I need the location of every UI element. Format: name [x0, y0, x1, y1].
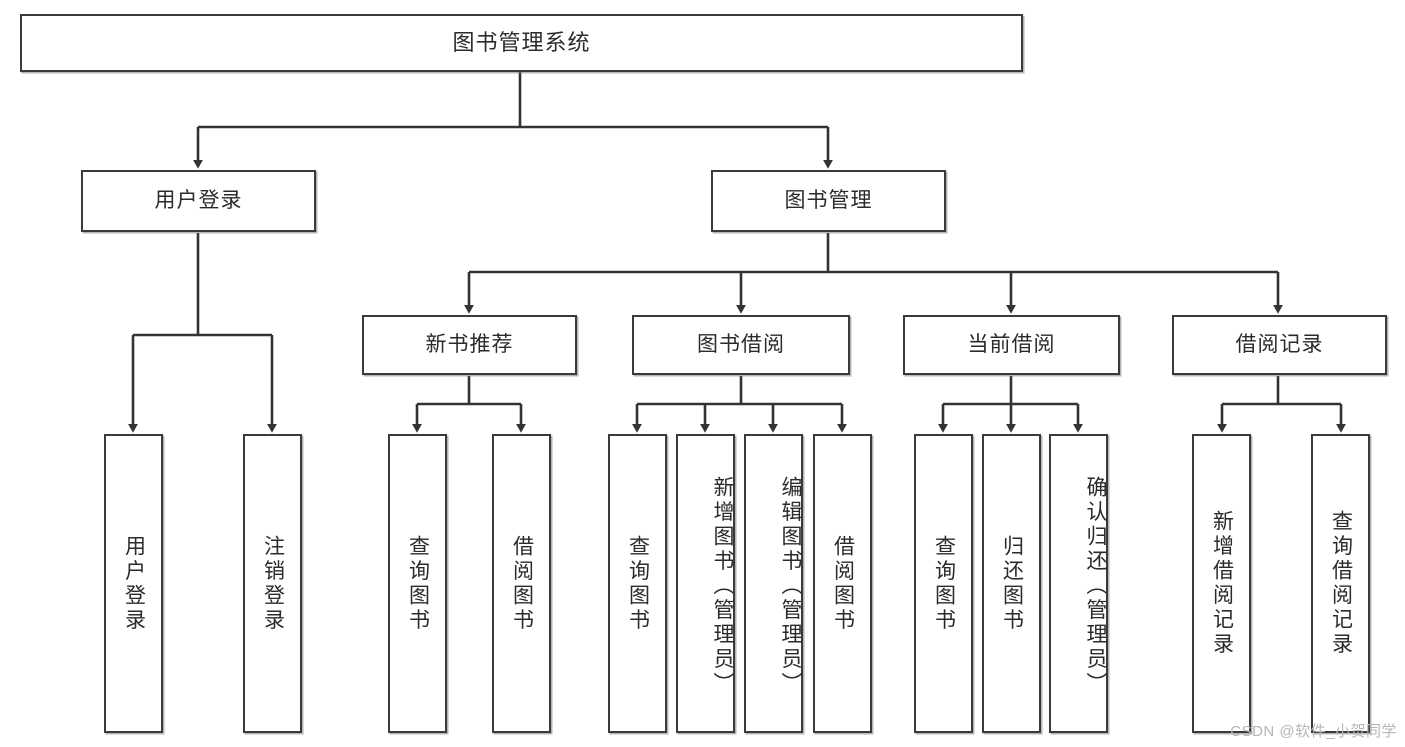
node-user-login[interactable]: 用户登录 — [81, 170, 316, 232]
leaf-new-book-borrow-book[interactable]: 借阅图书 — [492, 434, 551, 733]
leaf-borrow-record-add-record[interactable]: 新增借阅记录 — [1192, 434, 1251, 733]
node-new-book-recommend[interactable]: 新书推荐 — [362, 315, 577, 375]
csdn-watermark: CSDN @软件_小贺同学 — [1230, 723, 1397, 740]
leaf-book-borrow-borrow-book[interactable]: 借阅图书 — [813, 434, 872, 733]
node-book-borrow[interactable]: 图书借阅 — [632, 315, 850, 375]
leaf-borrow-record-query-record[interactable]: 查询借阅记录 — [1311, 434, 1370, 733]
leaf-current-borrow-query-book[interactable]: 查询图书 — [914, 434, 973, 733]
node-borrow-record[interactable]: 借阅记录 — [1172, 315, 1387, 375]
leaf-book-borrow-query-book[interactable]: 查询图书 — [608, 434, 667, 733]
leaf-user-login-login[interactable]: 用户登录 — [104, 434, 163, 733]
node-current-borrow[interactable]: 当前借阅 — [903, 315, 1120, 375]
node-root-system[interactable]: 图书管理系统 — [20, 14, 1023, 72]
leaf-book-borrow-add-book[interactable]: 新增图书（管理员） — [676, 434, 735, 733]
leaf-new-book-query-book[interactable]: 查询图书 — [388, 434, 447, 733]
leaf-book-borrow-edit-book[interactable]: 编辑图书（管理员） — [744, 434, 803, 733]
leaf-current-borrow-confirm-return[interactable]: 确认归还（管理员） — [1049, 434, 1108, 733]
leaf-user-login-logout[interactable]: 注销登录 — [243, 434, 302, 733]
node-book-manage[interactable]: 图书管理 — [711, 170, 946, 232]
leaf-current-borrow-return-book[interactable]: 归还图书 — [982, 434, 1041, 733]
